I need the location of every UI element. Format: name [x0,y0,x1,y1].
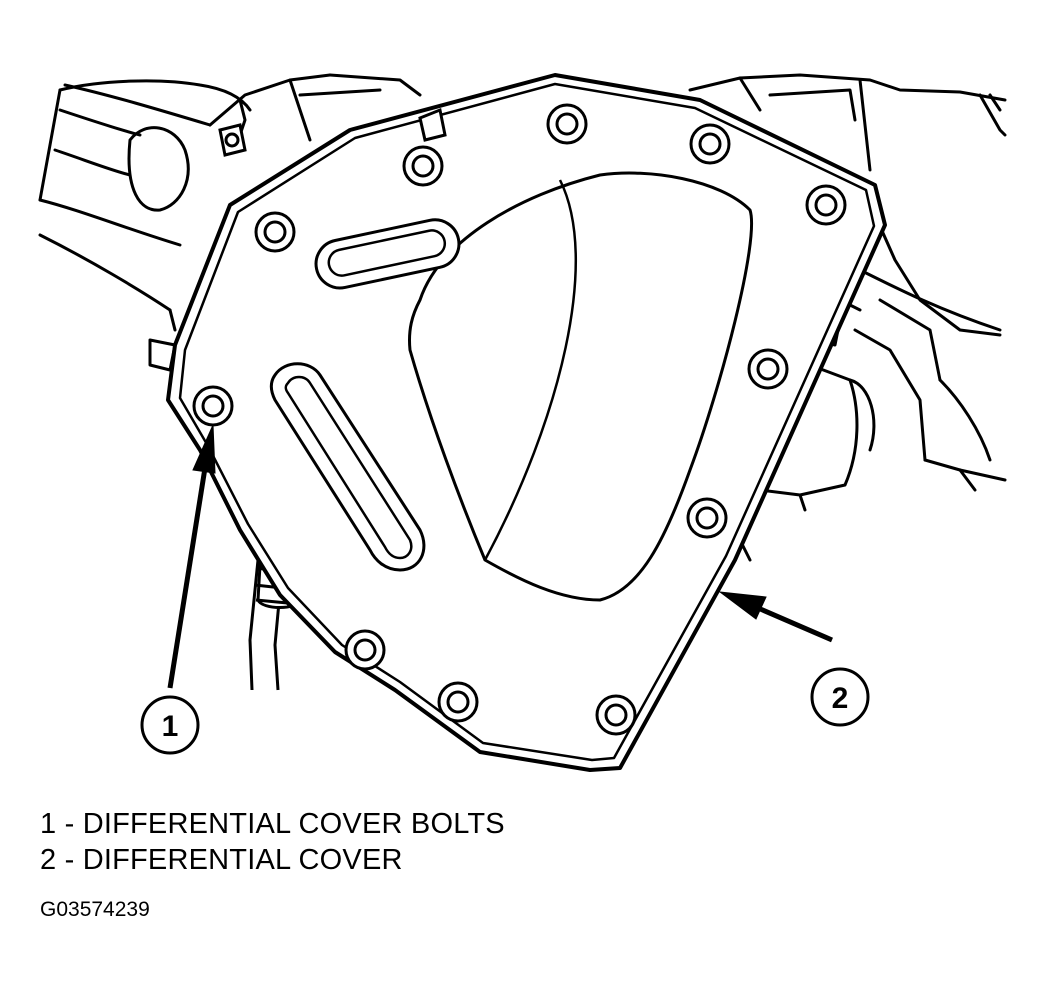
cover-bolt [254,211,296,253]
cover-bolt [595,694,637,736]
callout-2-arrowhead [718,591,767,620]
callout-arrows [167,424,833,689]
legend-item-2: 2 - DIFFERENTIAL COVER [40,844,403,876]
differential-cover [166,73,887,772]
figure-id: G03574239 [40,898,150,921]
cover-bolt [546,103,588,145]
cover-bolt [344,629,386,671]
cover-bolt [686,497,728,539]
cover-bolt [402,145,444,187]
housing-bolt [418,107,447,142]
differential-cover-illustration: 1 2 [38,73,1007,772]
callout-2-number: 2 [832,682,849,715]
callout-2-arrow [757,605,833,643]
callout-1-number: 1 [162,710,179,743]
cover-bolt [689,123,731,165]
cover-bolt [805,184,847,226]
housing-bolt [218,123,247,157]
cover-bolts [192,103,847,736]
callout-2: 2 [810,667,870,727]
legend: 1 - DIFFERENTIAL COVER BOLTS 2 - DIFFERE… [40,806,505,878]
callout-1-arrowhead [192,424,216,474]
callout-1: 1 [140,695,200,755]
callout-1-arrow [167,467,208,689]
cover-bolt [192,385,234,427]
cover-bolt [437,681,479,723]
cover-bolt [747,348,789,390]
axle-housing [38,73,1007,562]
legend-item-1: 1 - DIFFERENTIAL COVER BOLTS [40,808,505,840]
